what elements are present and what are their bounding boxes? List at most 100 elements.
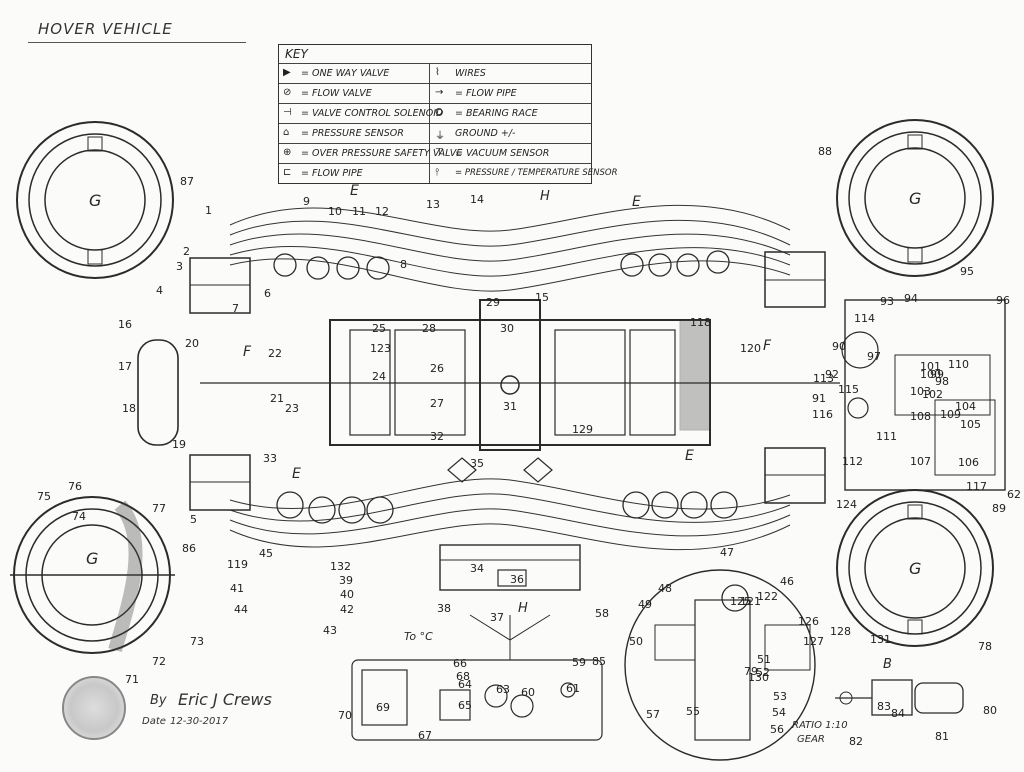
part-number-label: 55: [686, 705, 700, 718]
part-number-label: 12: [375, 205, 389, 218]
part-number-label: 97: [867, 350, 881, 363]
label-gear: GEAR: [797, 734, 825, 745]
part-number-label: 67: [418, 729, 432, 742]
signature-name: Eric J Crews: [178, 690, 272, 709]
pressure-sensor-icon: ⌂: [283, 127, 290, 138]
part-number-label: 107: [910, 455, 931, 468]
part-number-label: 98: [935, 375, 949, 388]
key-rule: [279, 123, 591, 124]
part-number-label: 20: [185, 337, 199, 350]
generator-letter: G: [89, 191, 101, 210]
key-label: = FLOW VALVE: [301, 88, 372, 99]
part-number-label: 29: [486, 296, 500, 309]
part-number-label: 81: [935, 730, 949, 743]
part-number-label: 63: [496, 683, 510, 696]
part-number-label: 33: [263, 452, 277, 465]
safety-valve-icon: ⊕: [283, 147, 292, 158]
part-number-label: 104: [955, 400, 976, 413]
part-number-label: 38: [437, 602, 451, 615]
part-number-label: 91: [812, 392, 826, 405]
flow-valve-icon: ⊘: [283, 87, 292, 98]
part-number-label: 39: [339, 574, 353, 587]
part-number-label: 47: [720, 546, 734, 559]
part-number-label: 52: [756, 666, 770, 679]
part-number-label: 123: [370, 342, 391, 355]
part-number-label: 37: [490, 611, 504, 624]
label-h: H: [540, 189, 550, 204]
part-number-label: 48: [658, 582, 672, 595]
flow-pipes: [229, 204, 791, 551]
part-number-label: 75: [37, 490, 51, 503]
part-number-label: 127: [803, 635, 824, 648]
part-number-label: 72: [152, 655, 166, 668]
part-number-label: 60: [521, 686, 535, 699]
title-underline: [28, 42, 246, 43]
lower-central-assembly: [439, 544, 581, 660]
part-number-label: 15: [535, 291, 549, 304]
part-number-label: 103: [910, 385, 931, 398]
legend-key-box: KEY ▶ = ONE WAY VALVE ⌇ WIRES ⊘ = FLOW V…: [278, 44, 617, 184]
part-number-label: 27: [430, 397, 444, 410]
part-number-label: 128: [830, 625, 851, 638]
valve-housing-right-top: [764, 251, 826, 308]
key-divider: [429, 63, 430, 183]
part-number-label: 3: [176, 260, 183, 273]
part-number-label: 44: [234, 603, 248, 616]
valve-housing-right-bottom: [764, 447, 826, 504]
part-number-label: 106: [958, 456, 979, 469]
part-number-label: 74: [72, 510, 86, 523]
part-number-label: 132: [330, 560, 351, 573]
key-label: GROUND +/-: [455, 128, 516, 139]
part-number-label: 79: [744, 665, 758, 678]
left-tank: [137, 339, 179, 446]
bottom-circuit: [351, 659, 603, 741]
part-number-label: 54: [772, 706, 786, 719]
part-number-label: 18: [122, 402, 136, 415]
part-number-label: 2: [183, 245, 190, 258]
wires-icon: ⌇: [435, 67, 440, 78]
one-way-valve-icon: ▶: [283, 67, 291, 78]
part-number-label: 117: [966, 480, 987, 493]
label-e: E: [292, 466, 301, 482]
part-number-label: 21: [270, 392, 284, 405]
part-number-label: 53: [773, 690, 787, 703]
part-number-label: 57: [646, 708, 660, 721]
generator-top-right: G: [836, 119, 994, 277]
key-label: = OVER PRESSURE SAFETY VALVE: [301, 148, 463, 159]
part-number-label: 70: [338, 709, 352, 722]
part-number-label: 118: [690, 316, 711, 329]
part-number-label: 46: [780, 575, 794, 588]
key-label: = FLOW PIPE: [301, 168, 363, 179]
part-number-label: 101: [920, 360, 941, 373]
generator-bottom-left: G: [10, 496, 175, 654]
part-number-label: 28: [422, 322, 436, 335]
part-number-label: 13: [426, 198, 440, 211]
part-number-label: 116: [812, 408, 833, 421]
part-number-label: 105: [960, 418, 981, 431]
key-rule: [279, 163, 591, 164]
part-number-label: 95: [960, 265, 974, 278]
part-number-label: 7: [232, 302, 239, 315]
part-number-label: 102: [922, 388, 943, 401]
part-number-label: 10: [328, 205, 342, 218]
pump-row-bottom: [276, 491, 738, 524]
part-number-label: 68: [456, 670, 470, 683]
part-number-label: 130: [748, 671, 769, 684]
part-number-label: 14: [470, 193, 484, 206]
right-control-cabinet: [841, 299, 1006, 491]
part-number-label: 65: [458, 699, 472, 712]
part-number-label: 99: [930, 368, 944, 381]
part-number-label: 6: [264, 287, 271, 300]
key-label: = PRESSURE SENSOR: [301, 128, 404, 139]
part-number-label: 24: [372, 370, 386, 383]
key-rule: [279, 103, 591, 104]
part-number-label: 9: [303, 195, 310, 208]
part-number-label: 88: [818, 145, 832, 158]
part-number-label: 124: [836, 498, 857, 511]
part-number-label: 66: [453, 657, 467, 670]
key-label: = BEARING RACE: [455, 108, 538, 119]
part-number-label: 109: [940, 408, 961, 421]
part-number-label: 25: [372, 322, 386, 335]
bottom-right-actuator: [835, 679, 964, 716]
